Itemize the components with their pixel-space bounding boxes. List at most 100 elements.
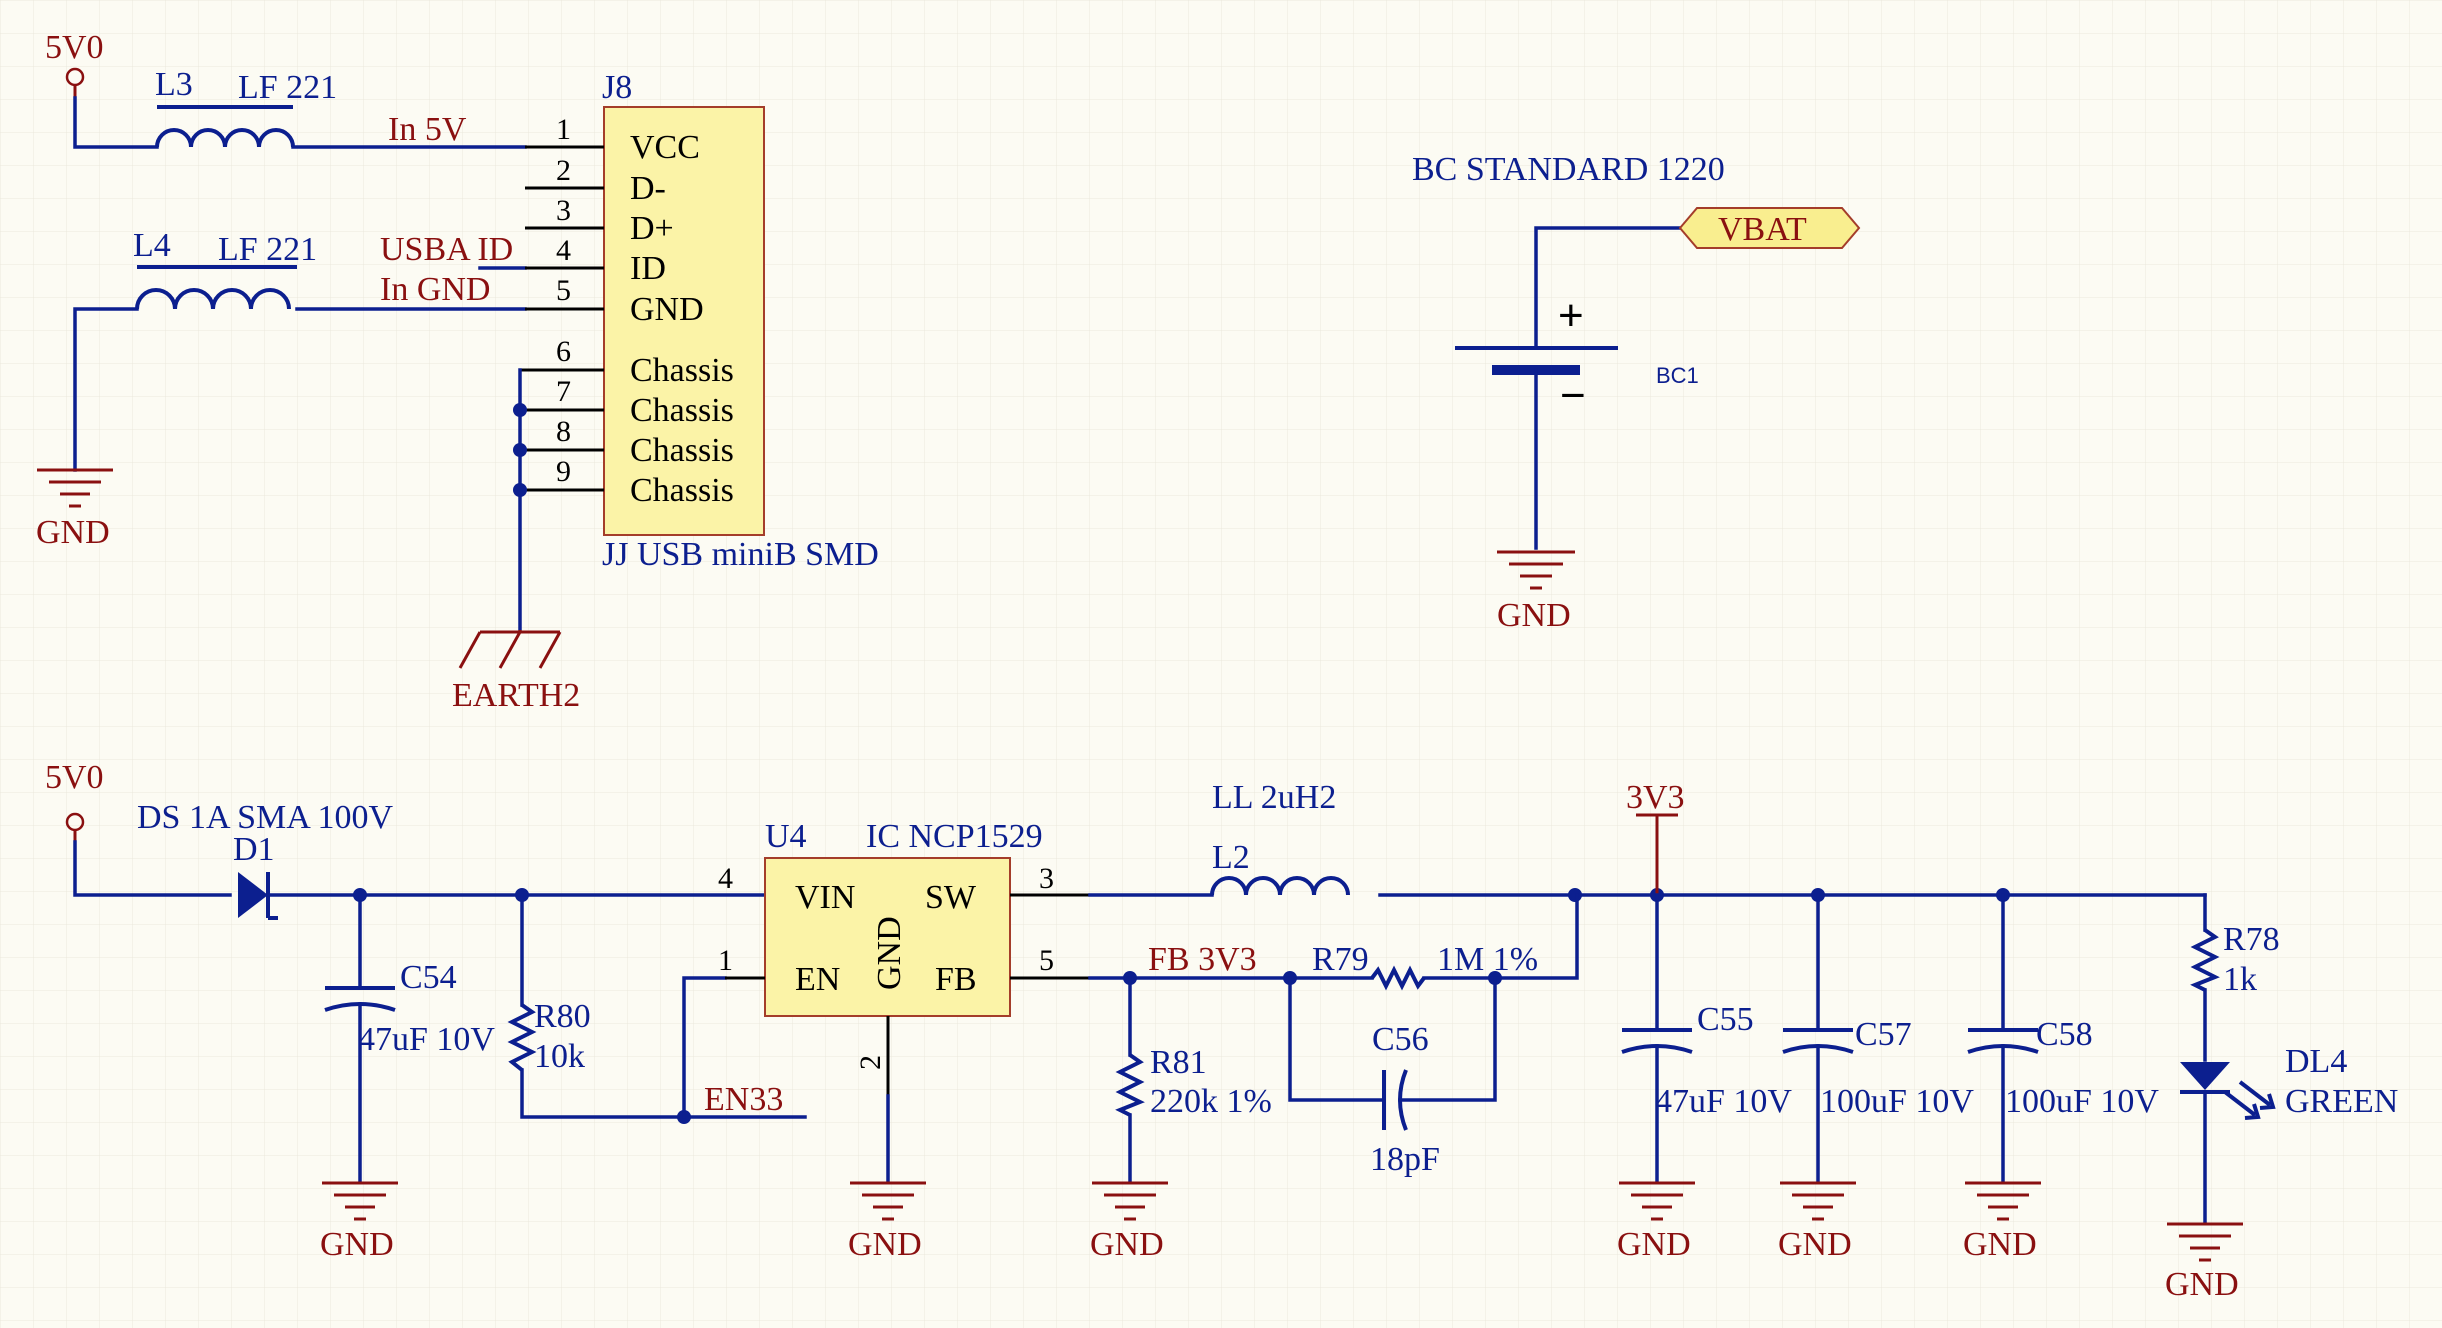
j8-pin8-num: 8 bbox=[556, 415, 571, 448]
j8-pin2-name: D- bbox=[630, 170, 666, 207]
wire-vbat bbox=[1534, 226, 1682, 350]
j8-pin9-name: Chassis bbox=[630, 472, 734, 509]
u4-pin3-num: 3 bbox=[1039, 862, 1054, 895]
inductor-l3: L3 LF 221 bbox=[155, 66, 337, 148]
c56-value: 18pF bbox=[1370, 1141, 1440, 1178]
j8-pin1-name: VCC bbox=[630, 129, 700, 166]
power-port-3v3: 3V3 bbox=[1626, 779, 1685, 895]
j8-pin8-name: Chassis bbox=[630, 432, 734, 469]
gnd-symbol: GND bbox=[1963, 1181, 2041, 1263]
wire-5v-to-d1 bbox=[73, 840, 232, 897]
r79-ref: R79 bbox=[1312, 941, 1369, 978]
c55-ref: C55 bbox=[1697, 1001, 1754, 1038]
c58-value: 100uF 10V bbox=[2005, 1083, 2159, 1120]
capacitor-c58: C58 100uF 10V bbox=[1967, 1016, 2159, 1120]
gnd-label: GND bbox=[1090, 1226, 1164, 1263]
c54-value: 47uF 10V bbox=[358, 1021, 495, 1058]
j8-pin1-num: 1 bbox=[556, 113, 571, 146]
c58-ref: C58 bbox=[2036, 1016, 2093, 1053]
wire-r80 bbox=[520, 893, 807, 1119]
gnd-label: GND bbox=[320, 1226, 394, 1263]
l4-ref: L4 bbox=[133, 227, 171, 264]
net-label-in-gnd: In GND bbox=[380, 271, 490, 308]
wire-r79-to-rail bbox=[1422, 893, 1579, 980]
wire-5v-to-l3 bbox=[73, 96, 159, 149]
j8-pin5-name: GND bbox=[630, 291, 704, 328]
dl4-ref: DL4 bbox=[2285, 1043, 2347, 1080]
power-port-5v0-top: 5V0 bbox=[45, 29, 104, 98]
u4-pin-vin-name: VIN bbox=[795, 879, 855, 916]
junction bbox=[513, 483, 527, 497]
wire-c56-right bbox=[1398, 976, 1497, 1102]
battery-ref: BC1 bbox=[1656, 363, 1699, 388]
u4-pin-fb-name: FB bbox=[935, 961, 977, 998]
net-label-en33: EN33 bbox=[704, 1081, 783, 1118]
j8-pin7-name: Chassis bbox=[630, 392, 734, 429]
j8-pin3-name: D+ bbox=[630, 210, 674, 247]
power-port-label: 5V0 bbox=[45, 29, 104, 66]
j8-ref: J8 bbox=[602, 69, 632, 106]
battery-plus: + bbox=[1558, 291, 1584, 340]
gnd-symbol: GND bbox=[1090, 1181, 1168, 1263]
power-3v3-label: 3V3 bbox=[1626, 779, 1685, 816]
j8-pin9-num: 9 bbox=[556, 455, 571, 488]
r81-value: 220k 1% bbox=[1150, 1083, 1272, 1120]
r80-ref: R80 bbox=[534, 998, 591, 1035]
gnd-label: GND bbox=[1778, 1226, 1852, 1263]
battery-minus: − bbox=[1560, 371, 1586, 420]
resistor-r81: R81 220k 1% bbox=[1115, 1044, 1272, 1120]
gnd-label: GND bbox=[1497, 597, 1571, 634]
l2-value: LL 2uH2 bbox=[1212, 779, 1336, 816]
j8-pin6-num: 6 bbox=[556, 335, 571, 368]
junction bbox=[513, 403, 527, 417]
wire-gnd-to-l4 bbox=[73, 307, 139, 472]
resistor-r79: R79 1M 1% bbox=[1312, 941, 1538, 991]
u4-pin-gnd-name: GND bbox=[871, 916, 908, 990]
resistor-r78: R78 1k bbox=[2190, 921, 2280, 998]
u4-value: IC NCP1529 bbox=[866, 818, 1043, 855]
j8-pin2-num: 2 bbox=[556, 154, 571, 187]
power-port-5v0-bottom: 5V0 bbox=[45, 759, 104, 842]
l3-value: LF 221 bbox=[238, 69, 337, 106]
diode-d1: DS 1A SMA 100V D1 bbox=[137, 799, 393, 920]
u4-pin-sw-name: SW bbox=[925, 879, 977, 916]
wire-en bbox=[682, 976, 727, 1119]
l2-ref: L2 bbox=[1212, 839, 1250, 876]
c57-ref: C57 bbox=[1855, 1016, 1912, 1053]
junction bbox=[513, 443, 527, 457]
gnd-symbol: GND bbox=[1617, 1181, 1695, 1263]
c55-value: 47uF 10V bbox=[1655, 1083, 1792, 1120]
gnd-label: GND bbox=[848, 1226, 922, 1263]
r80-value: 10k bbox=[534, 1038, 585, 1075]
gnd-symbol: GND bbox=[848, 1181, 926, 1263]
gnd-symbol: GND bbox=[1778, 1181, 1856, 1263]
net-label-usba-id: USBA ID bbox=[380, 231, 513, 268]
earth-label: EARTH2 bbox=[452, 677, 580, 714]
j8-pin4-num: 4 bbox=[556, 234, 571, 267]
inductor-l4: L4 LF 221 bbox=[133, 227, 317, 310]
j8-pin5-num: 5 bbox=[556, 274, 571, 307]
wire-c56-left bbox=[1288, 976, 1384, 1102]
c56-ref: C56 bbox=[1372, 1021, 1429, 1058]
c57-value: 100uF 10V bbox=[1820, 1083, 1974, 1120]
gnd-label: GND bbox=[1963, 1226, 2037, 1263]
r78-ref: R78 bbox=[2223, 921, 2280, 958]
vbat-label: VBAT bbox=[1718, 211, 1807, 248]
r81-ref: R81 bbox=[1150, 1044, 1207, 1081]
net-port-vbat: VBAT bbox=[1678, 207, 1861, 249]
l4-value: LF 221 bbox=[218, 231, 317, 268]
u4-pin5-num: 5 bbox=[1039, 944, 1054, 977]
u4-pin2-num: 2 bbox=[854, 1055, 887, 1070]
net-label-in5v: In 5V bbox=[388, 111, 467, 148]
d1-ref: D1 bbox=[233, 831, 275, 868]
inductor-l2: LL 2uH2 L2 bbox=[1210, 779, 1350, 896]
r78-value: 1k bbox=[2223, 961, 2257, 998]
j8-pin6-name: Chassis bbox=[630, 352, 734, 389]
power-port-label: 5V0 bbox=[45, 759, 104, 796]
j8-pin7-num: 7 bbox=[556, 375, 571, 408]
gnd-symbol-battery: GND bbox=[1497, 550, 1575, 634]
junction bbox=[1568, 888, 1582, 902]
